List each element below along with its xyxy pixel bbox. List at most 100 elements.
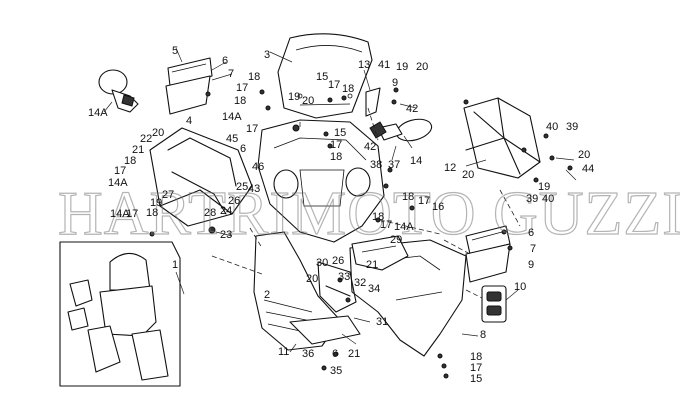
watermark-text: HARTRIMOTO GUZZI© [58, 180, 680, 248]
callout-35: 34 [368, 283, 380, 295]
callout-16-c: 15 [470, 373, 482, 385]
vent-grille-part [481, 285, 507, 323]
callout-8: 8 [480, 329, 486, 341]
callout-22-b: 21 [132, 144, 144, 156]
callout-27-a: 26 [228, 195, 240, 207]
callout-18-h: 17 [126, 208, 138, 220]
inner-panel-part [351, 235, 409, 271]
callout-19-e: 18 [402, 191, 414, 203]
callout-26: 25 [236, 181, 248, 193]
callout-14A: 14A [88, 107, 108, 119]
callout-30: 29 [390, 234, 402, 246]
callout-9: 9 [528, 259, 534, 271]
callout-24: 23 [220, 229, 232, 241]
callout-39: 38 [370, 159, 382, 171]
callout-16-b: 15 [334, 127, 346, 139]
callout-43-a: 42 [406, 103, 418, 115]
upper-fairing-part [257, 119, 385, 243]
callout-42: 41 [378, 59, 390, 71]
callout-20-d: 19 [538, 181, 550, 193]
callout-19-i: 18 [470, 351, 482, 363]
callout-46: 45 [226, 133, 238, 145]
callout-6-b: 6 [240, 143, 246, 155]
callout-36: 35 [330, 365, 342, 377]
callout-7-b: 7 [530, 243, 536, 255]
glovebox-right-part [465, 225, 511, 283]
callout-33: 32 [354, 277, 366, 289]
callout-22-c: 21 [348, 348, 360, 360]
callout-41-b: 40 [546, 121, 558, 133]
callout-18-e: 17 [418, 195, 430, 207]
small-bracket-part [365, 87, 381, 117]
callout-16-a: 15 [316, 71, 328, 83]
callout-41-a: 40 [542, 193, 554, 205]
callout-43-b: 42 [364, 141, 376, 153]
callout-18-a: 17 [236, 82, 248, 94]
callout-25: 24 [220, 205, 232, 217]
callout-labels: 5 6 7 14A 3 18 17 18 14A 17 19 20 15 17 … [88, 45, 594, 385]
callout-1: 1 [172, 259, 178, 271]
callout-27-b: 26 [332, 255, 344, 267]
callout-45: 44 [582, 163, 594, 175]
callout-15-a: 14A [222, 111, 242, 123]
callout-19-d: 18 [330, 151, 342, 163]
mirror-right-part [369, 118, 433, 142]
callout-7: 7 [228, 68, 234, 80]
callout-9-a: 9 [392, 77, 398, 89]
callout-20-c: 19 [150, 197, 162, 209]
callout-3: 3 [264, 49, 270, 61]
callout-6-c: 6 [332, 348, 338, 360]
windshield-part [277, 33, 373, 119]
callout-20-a: 19 [288, 91, 300, 103]
callout-37: 36 [302, 348, 314, 360]
bracket-right-part [463, 97, 541, 179]
callout-18-d: 17 [330, 139, 342, 151]
callout-28: 27 [162, 189, 174, 201]
callout-21-f: 20 [578, 149, 590, 161]
callout-19-a: 18 [248, 71, 260, 83]
callout-17: 16 [432, 201, 444, 213]
callout-2: 2 [264, 289, 270, 301]
callout-14: 14 [410, 155, 422, 167]
callout-40-a: 39 [526, 193, 538, 205]
fasteners [149, 87, 573, 379]
bottom-panel-part [289, 315, 361, 345]
callout-11: 11 [278, 346, 289, 358]
callout-31: 30 [316, 257, 328, 269]
leader-lines [103, 47, 577, 353]
callout-47: 46 [252, 161, 264, 173]
callout-19-b: 18 [234, 95, 246, 107]
callout-15-c: 14A [108, 177, 128, 189]
callout-18-f: 17 [380, 219, 392, 231]
callout-15-d: 14A [110, 208, 130, 220]
callout-21-b: 20 [416, 61, 428, 73]
callout-5: 5 [172, 45, 178, 57]
callout-19-h: 18 [146, 207, 158, 219]
callout-21-e: 20 [462, 169, 474, 181]
callout-29: 28 [204, 207, 216, 219]
callout-15-b: 14A [394, 221, 414, 233]
callout-19-c: 18 [342, 83, 354, 95]
callout-6: 6 [222, 55, 228, 67]
callout-18-g: 17 [114, 165, 126, 177]
callout-12: 12 [444, 162, 456, 174]
callout-10: 10 [514, 281, 526, 293]
callout-18-i: 17 [470, 362, 482, 374]
callout-21-a: 20 [302, 95, 314, 107]
mirror-left-part [98, 69, 139, 113]
callout-34: 33 [338, 271, 350, 283]
callout-4: 4 [186, 115, 192, 127]
callout-13: 13 [358, 59, 370, 71]
callout-19-f: 18 [372, 211, 384, 223]
callout-38: 37 [388, 159, 400, 171]
callout-6-d: 6 [528, 227, 534, 239]
callout-18-b: 17 [246, 123, 258, 135]
callout-22-a: 21 [366, 259, 378, 271]
callout-23: 22 [140, 133, 152, 145]
callout-44: 43 [248, 183, 260, 195]
glovebox-left-part [165, 57, 213, 115]
assembly-lines [211, 107, 521, 299]
callout-21-d: 20 [306, 273, 318, 285]
